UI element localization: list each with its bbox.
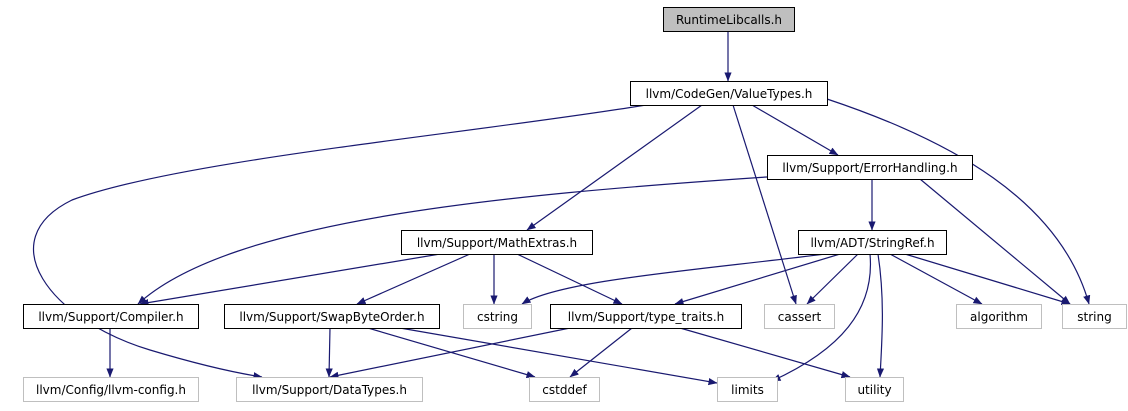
- edge-stringref-to-string: [904, 253, 1071, 305]
- node-box-string: [1062, 304, 1127, 329]
- node-box-stringref: [798, 230, 947, 255]
- node-string: string: [1062, 304, 1127, 329]
- node-label-cstring: cstring: [477, 310, 518, 324]
- node-swapbyteorder[interactable]: llvm/Support/SwapByteOrder.h: [224, 304, 440, 329]
- edge-swapbyteorder-to-limits: [399, 327, 718, 386]
- edge-typetraits-to-datatypes: [329, 327, 571, 379]
- node-compiler[interactable]: llvm/Support/Compiler.h: [23, 304, 199, 329]
- edge-valuetypes-to-string: [826, 98, 1091, 305]
- node-valuetypes[interactable]: llvm/CodeGen/ValueTypes.h: [630, 81, 828, 106]
- node-datatypes: llvm/Support/DataTypes.h: [236, 377, 423, 402]
- node-box-mathextras: [401, 230, 593, 255]
- node-box-limits: [717, 377, 778, 402]
- node-box-datatypes: [236, 377, 423, 402]
- node-label-utility: utility: [857, 383, 891, 397]
- node-label-typetraits: llvm/Support/type_traits.h: [568, 310, 725, 324]
- edge-mathextras-to-compiler: [139, 253, 441, 307]
- node-label-llvmconfig: llvm/Config/llvm-config.h: [36, 383, 186, 397]
- node-label-runtimelibcalls: RuntimeLibcalls.h: [676, 13, 782, 27]
- node-box-cstddef: [529, 377, 600, 402]
- edge-stringref-to-cassert: [806, 253, 859, 305]
- node-errorhandling[interactable]: llvm/Support/ErrorHandling.h: [767, 155, 973, 180]
- edge-mathextras-to-typetraits: [516, 253, 623, 305]
- edge-stringref-to-algorithm: [889, 253, 983, 305]
- edge-stringref-to-utility: [876, 253, 885, 378]
- edge-swapbyteorder-to-datatypes: [325, 327, 333, 378]
- node-algorithm: algorithm: [956, 304, 1042, 329]
- node-llvmconfig: llvm/Config/llvm-config.h: [23, 377, 199, 402]
- node-box-errorhandling: [767, 155, 973, 180]
- node-label-errorhandling: llvm/Support/ErrorHandling.h: [782, 161, 957, 175]
- node-box-compiler: [23, 304, 199, 329]
- node-cassert: cassert: [764, 304, 835, 329]
- node-box-valuetypes: [630, 81, 828, 106]
- node-mathextras[interactable]: llvm/Support/MathExtras.h: [401, 230, 593, 255]
- edge-valuetypes-to-mathextras: [526, 104, 703, 231]
- edge-typetraits-to-cstddef: [569, 327, 633, 378]
- edge-valuetypes-to-errorhandling: [751, 104, 839, 156]
- edge-stringref-to-cstring: [521, 253, 826, 305]
- edge-valuetypes-to-datatypes: [32, 104, 647, 380]
- node-label-datatypes: llvm/Support/DataTypes.h: [252, 383, 407, 397]
- node-box-typetraits: [550, 304, 742, 329]
- node-label-valuetypes: llvm/CodeGen/ValueTypes.h: [646, 87, 813, 101]
- node-box-llvmconfig: [23, 377, 199, 402]
- edges-layer: [32, 31, 1091, 386]
- node-stringref[interactable]: llvm/ADT/StringRef.h: [798, 230, 947, 255]
- node-utility: utility: [845, 377, 904, 402]
- node-cstring: cstring: [463, 304, 532, 329]
- node-label-swapbyteorder: llvm/Support/SwapByteOrder.h: [239, 310, 424, 324]
- edge-errorhandling-to-compiler: [137, 176, 768, 305]
- edge-stringref-to-limits: [771, 253, 872, 382]
- node-label-limits: limits: [731, 383, 764, 397]
- node-label-stringref: llvm/ADT/StringRef.h: [810, 236, 934, 250]
- node-typetraits[interactable]: llvm/Support/type_traits.h: [550, 304, 742, 329]
- node-cstddef: cstddef: [529, 377, 600, 402]
- node-label-mathextras: llvm/Support/MathExtras.h: [417, 236, 577, 250]
- node-box-swapbyteorder: [224, 304, 440, 329]
- node-limits: limits: [717, 377, 778, 402]
- edge-stringref-to-typetraits: [674, 253, 841, 305]
- node-label-cstddef: cstddef: [542, 383, 587, 397]
- node-box-utility: [845, 377, 904, 402]
- node-label-algorithm: algorithm: [970, 310, 1028, 324]
- edge-typetraits-to-utility: [679, 327, 851, 379]
- edge-mathextras-to-swapbyteorder: [356, 253, 471, 305]
- node-box-runtimelibcalls: [663, 7, 795, 32]
- edge-errorhandling-to-string: [919, 178, 1071, 305]
- node-box-cassert: [764, 304, 835, 329]
- node-runtimelibcalls: RuntimeLibcalls.h: [663, 7, 795, 32]
- node-label-cassert: cassert: [778, 310, 822, 324]
- node-label-compiler: llvm/Support/Compiler.h: [38, 310, 183, 324]
- node-box-algorithm: [956, 304, 1042, 329]
- edge-valuetypes-to-cassert: [732, 104, 797, 305]
- nodes-layer: RuntimeLibcalls.h llvm/CodeGen/ValueTypes…: [23, 7, 1127, 402]
- node-label-string: string: [1077, 310, 1111, 324]
- node-box-cstring: [463, 304, 532, 329]
